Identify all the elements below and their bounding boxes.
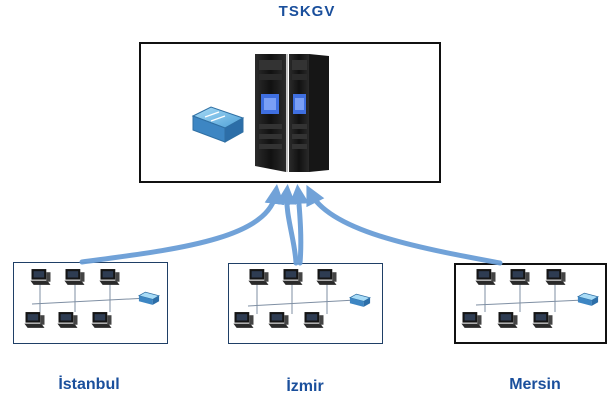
arrow-izmir-left bbox=[276, 184, 299, 266]
workstation-icon bbox=[91, 312, 112, 328]
arrow-mersin bbox=[306, 184, 503, 266]
workstation-icon bbox=[99, 269, 120, 285]
workstation-icon bbox=[233, 312, 254, 328]
network-switch-icon bbox=[138, 291, 160, 306]
network-istanbul bbox=[24, 269, 160, 328]
server-rack-icon bbox=[255, 54, 288, 172]
workstation-icon bbox=[497, 312, 518, 328]
workstation-icon bbox=[57, 312, 78, 328]
headquarters-box bbox=[139, 42, 441, 183]
workstation-icon bbox=[532, 312, 553, 328]
workstation-icon bbox=[248, 269, 269, 285]
arrow-izmir-right bbox=[289, 184, 310, 266]
site-label-izmir: İzmir bbox=[286, 378, 324, 395]
workstation-icon bbox=[461, 312, 482, 328]
workstation-icon bbox=[30, 269, 51, 285]
server-rack-icon bbox=[289, 54, 329, 172]
workstation-icon bbox=[509, 269, 530, 285]
workstation-icon bbox=[24, 312, 45, 328]
site-label-istanbul: İstanbul bbox=[58, 376, 120, 393]
network-mersin bbox=[461, 269, 599, 328]
workstation-icon bbox=[64, 269, 85, 285]
workstation-icon bbox=[316, 269, 337, 285]
network-izmir bbox=[233, 269, 371, 328]
site-label-mersin: Mersin bbox=[509, 376, 561, 393]
arrow-istanbul bbox=[79, 184, 285, 265]
workstation-icon bbox=[268, 312, 289, 328]
workstation-icon bbox=[282, 269, 303, 285]
network-switch-icon bbox=[349, 293, 371, 308]
network-switch-icon bbox=[577, 292, 599, 307]
network-switch-icon bbox=[191, 106, 245, 143]
workstation-icon bbox=[303, 312, 324, 328]
workstation-icon bbox=[545, 269, 566, 285]
diagram-title: TSKGV bbox=[278, 3, 336, 20]
workstation-icon bbox=[475, 269, 496, 285]
